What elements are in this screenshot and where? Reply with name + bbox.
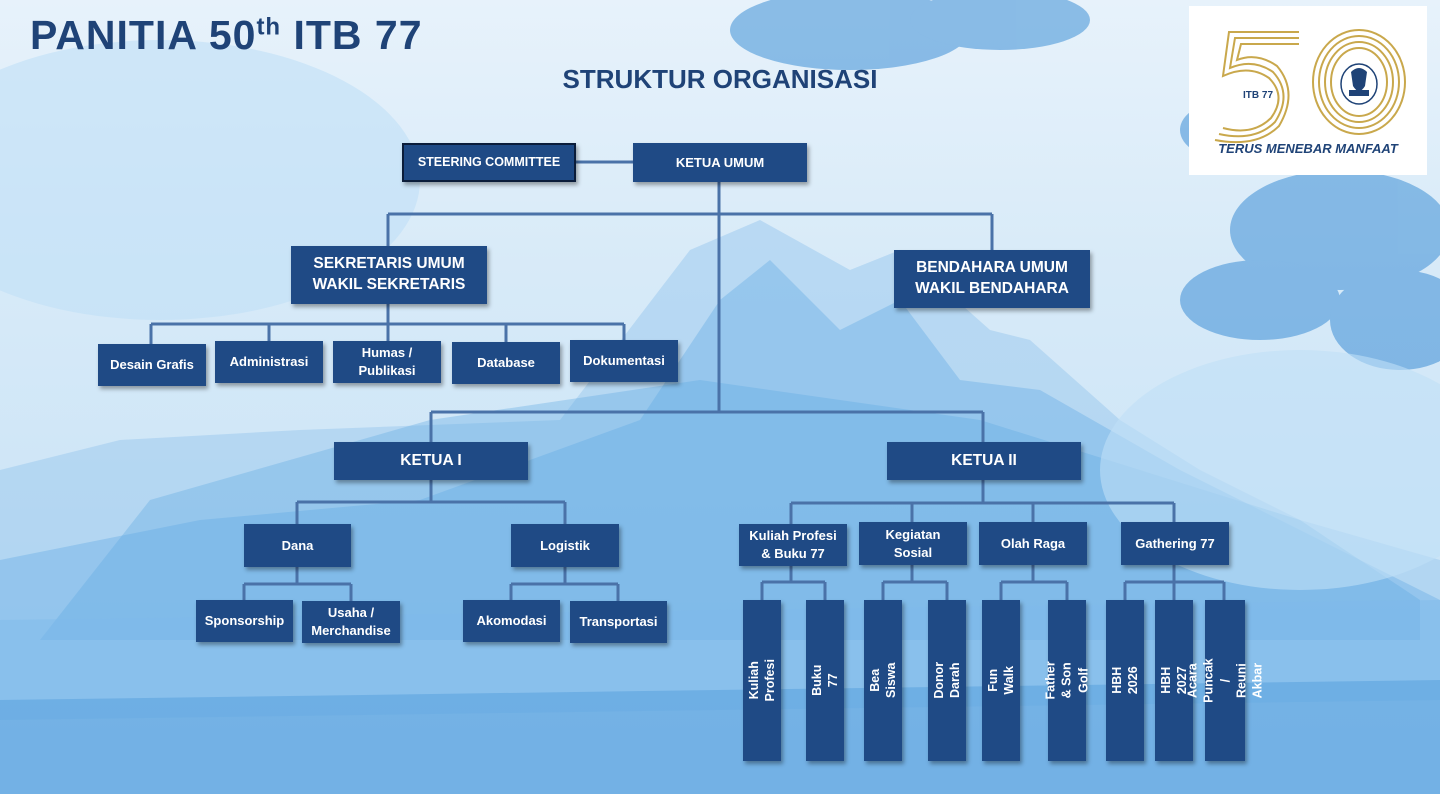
unit-acara-puncak-label: Acara Puncak / Reuni Akbar <box>1184 658 1265 702</box>
unit-acara-puncak-reuni-akbar: Acara Puncak / Reuni Akbar <box>1205 600 1245 761</box>
ketua-umum-box: KETUA UMUM <box>633 143 807 182</box>
logo-org: ITB 77 <box>1243 90 1273 101</box>
bendahara-umum-box: BENDAHARA UMUM WAKIL BENDAHARA <box>894 250 1090 308</box>
unit-donor-darah: Donor Darah <box>928 600 966 761</box>
unit-sponsorship: Sponsorship <box>196 600 293 642</box>
unit-hbh-2026: HBH 2026 <box>1106 600 1144 761</box>
unit-buku-77: Buku 77 <box>806 600 844 761</box>
division-dana: Dana <box>244 524 351 567</box>
unit-donor-darah-label: Donor Darah <box>931 662 964 700</box>
unit-dokumentasi: Dokumentasi <box>570 340 678 382</box>
title-end: ITB 77 <box>281 12 422 58</box>
unit-usaha-merchandise: Usaha / Merchandise <box>302 601 400 643</box>
unit-bea-siswa: Bea Siswa <box>864 600 902 761</box>
unit-database: Database <box>452 342 560 384</box>
ganesha-emblem-icon <box>1341 64 1377 104</box>
logo-50-itb77: ITB 77 TERUS MENEBAR MANFAAT <box>1189 6 1427 175</box>
ketua-2-box: KETUA II <box>887 442 1081 480</box>
unit-buku-77-label: Buku 77 <box>809 662 842 700</box>
division-kuliah-profesi-buku: Kuliah Profesi & Buku 77 <box>739 524 847 566</box>
unit-bea-siswa-label: Bea Siswa <box>867 662 900 700</box>
unit-desain-grafis: Desain Grafis <box>98 344 206 386</box>
logo-tagline: TERUS MENEBAR MANFAAT <box>1189 141 1427 156</box>
unit-kuliah-profesi: Kuliah Profesi <box>743 600 781 761</box>
unit-fun-walk-label: Fun Walk <box>985 662 1018 700</box>
unit-transportasi: Transportasi <box>570 601 667 643</box>
unit-akomodasi: Akomodasi <box>463 600 560 642</box>
unit-father-son-golf-label: Father & Son Golf <box>1043 661 1092 699</box>
division-gathering-77: Gathering 77 <box>1121 522 1229 565</box>
logo-graphic <box>1189 6 1427 146</box>
page-subtitle: STRUKTUR ORGANISASI <box>520 64 920 95</box>
sekretaris-umum-box: SEKRETARIS UMUM WAKIL SEKRETARIS <box>291 246 487 304</box>
steering-committee-box: STEERING COMMITTEE <box>402 143 576 182</box>
ketua-1-box: KETUA I <box>334 442 528 480</box>
division-kegiatan-sosial: Kegiatan Sosial <box>859 522 967 565</box>
unit-administrasi: Administrasi <box>215 341 323 383</box>
unit-kuliah-profesi-label: Kuliah Profesi <box>746 659 779 701</box>
unit-humas-publikasi: Humas / Publikasi <box>333 341 441 383</box>
title-superscript: th <box>256 13 281 40</box>
division-olah-raga: Olah Raga <box>979 522 1087 565</box>
unit-father-son-golf: Father & Son Golf <box>1048 600 1086 761</box>
unit-fun-walk: Fun Walk <box>982 600 1020 761</box>
page-title: PANITIA 50th ITB 77 <box>30 12 423 59</box>
division-logistik: Logistik <box>511 524 619 567</box>
unit-hbh-2026-label: HBH 2026 <box>1109 662 1142 700</box>
title-main: PANITIA 50 <box>30 12 256 58</box>
